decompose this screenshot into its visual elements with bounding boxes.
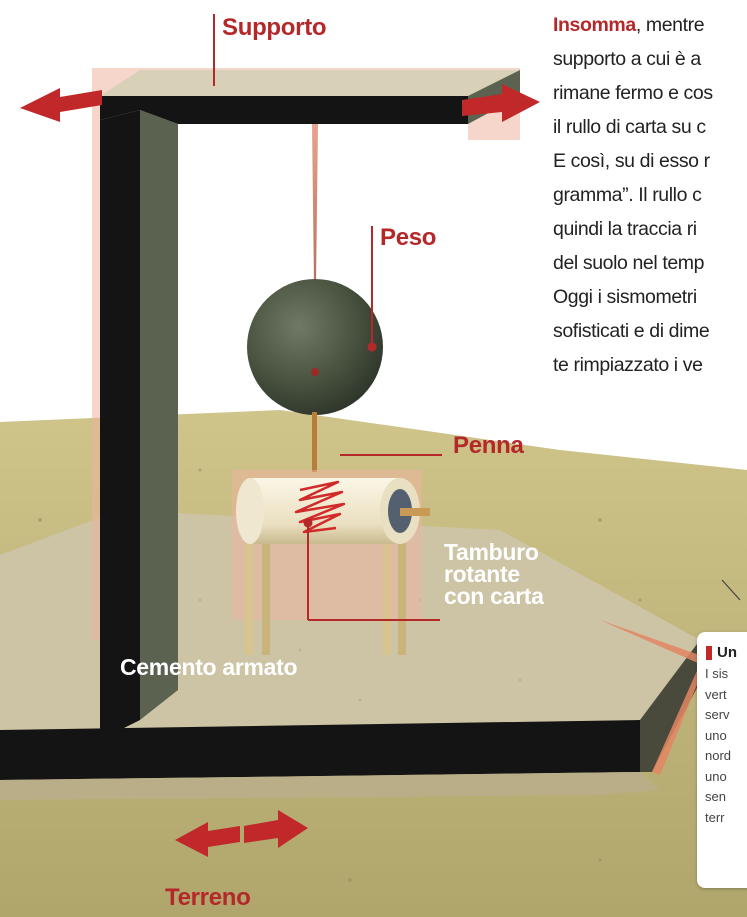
label-tamburo-line2: rotante: [444, 561, 520, 587]
body-line-8: Oggi i sismometri: [553, 286, 697, 308]
support-post-side: [140, 110, 178, 720]
support-beam-front: [100, 96, 468, 124]
body-line-3: il rullo di carta su c: [553, 116, 706, 138]
arrow-right-top: [462, 84, 540, 122]
body-line-7: del suolo nel temp: [553, 252, 705, 274]
body-line-10: te rimpiazzato i ve: [553, 354, 703, 376]
info-box-text: I sis vert serv uno nord uno sen terr: [705, 666, 732, 825]
concrete-slab-side: [640, 640, 712, 772]
label-terreno: Terreno: [165, 884, 251, 911]
label-tamburo-line3: con carta: [444, 583, 544, 609]
body-line-9: sofisticati e di dime: [553, 320, 710, 342]
seismogram-trace: [294, 480, 346, 534]
body-line-4: E così, su di esso r: [553, 150, 710, 172]
pen-rod: [312, 412, 317, 472]
rubble: [0, 772, 660, 800]
label-supporto: Supporto: [222, 14, 327, 41]
leader-lines: [213, 14, 442, 621]
pendulum-weight: [247, 279, 383, 415]
body-paragraph: Insomma, mentre supporto a cui è a riman…: [553, 8, 747, 382]
label-cemento: Cemento armato: [120, 654, 298, 680]
slab-motion-edge: [600, 620, 708, 775]
support-post-front: [100, 110, 140, 740]
body-lead: Insomma: [553, 14, 636, 36]
label-tamburo-line1: Tamburo: [444, 539, 539, 565]
label-tamburo: Tamburo rotante con carta: [444, 539, 544, 609]
arrow-left-bottom: [175, 822, 240, 857]
body-line-1: supporto a cui è a: [553, 48, 701, 70]
body-line-6: quindi la traccia ri: [553, 218, 697, 240]
body-line-0: Insomma, mentre: [553, 14, 705, 36]
concrete-slab-front: [0, 720, 640, 780]
info-box-marker: [706, 646, 712, 660]
body-line-2: rimane fermo e cos: [553, 82, 713, 104]
body-line-5: gramma”. Il rullo c: [553, 184, 702, 206]
arrow-right-bottom: [244, 810, 308, 848]
support-beam-top: [100, 70, 520, 96]
label-peso: Peso: [380, 224, 437, 251]
label-penna: Penna: [453, 432, 524, 459]
arrow-left-top: [20, 88, 102, 122]
info-box-title: Un: [717, 644, 737, 661]
info-box: [697, 632, 747, 888]
pendulum-string: [312, 124, 318, 284]
